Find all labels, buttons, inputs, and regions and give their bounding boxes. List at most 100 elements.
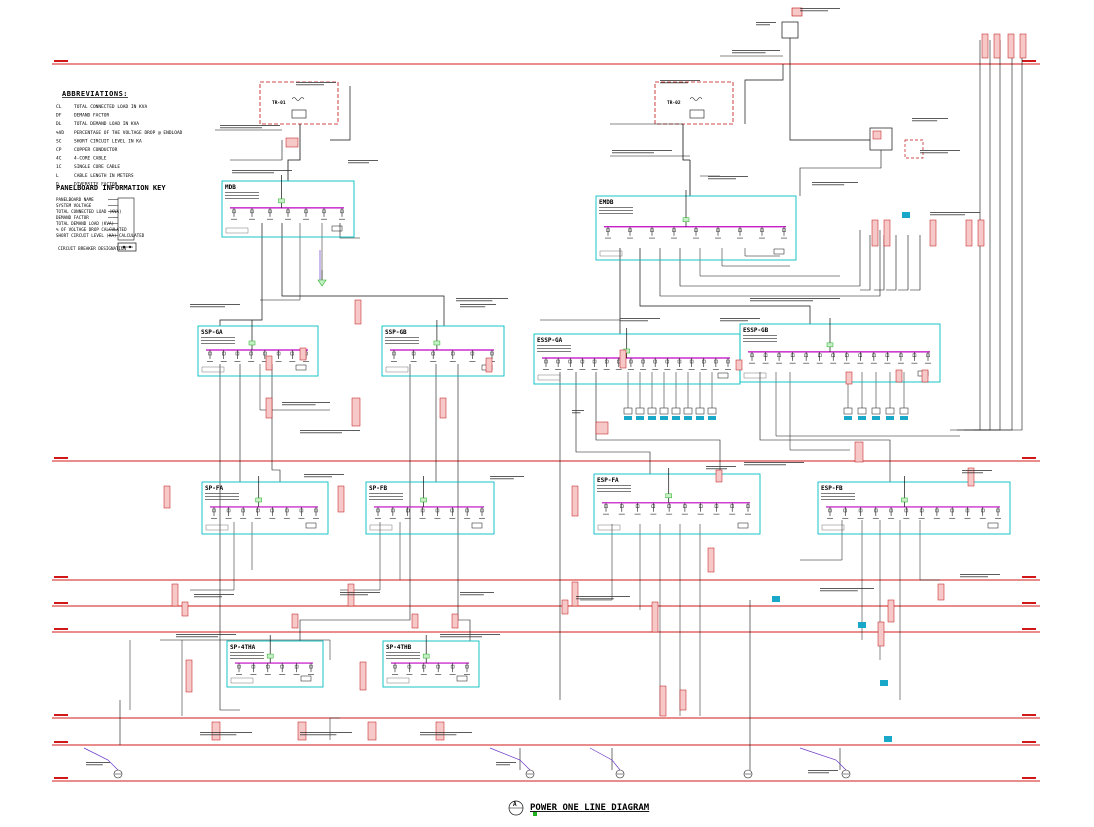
abbreviation-code: DL <box>56 121 62 127</box>
breaker-icon <box>831 353 835 358</box>
earth-cable <box>83 747 119 771</box>
abbreviation-text: PERCENTAGE OF THE VOLTAGE DROP @ ENDLOAD <box>74 130 183 136</box>
panel-spec-text <box>597 485 631 486</box>
breaker-label <box>918 517 925 519</box>
panel-spec-text <box>205 499 239 500</box>
breaker-label <box>903 517 910 519</box>
cable-run <box>329 717 340 740</box>
breaker-label <box>634 513 641 515</box>
note-text <box>232 172 274 174</box>
abbreviation-text: SHORT CIRCUIT LEVEL IN KA <box>74 138 142 144</box>
breaker-label <box>964 517 971 519</box>
breaker-icon <box>677 359 682 364</box>
breaker-icon <box>544 359 548 364</box>
breaker-icon <box>650 228 654 232</box>
breaker-icon <box>406 508 410 513</box>
breaker-icon <box>981 508 985 513</box>
spare-way-box <box>331 225 343 232</box>
breaker-label <box>830 362 837 364</box>
breaker-icon <box>490 351 494 356</box>
panel-spec-text <box>369 493 403 494</box>
panel-enclosure <box>201 481 329 535</box>
cable-tag <box>895 369 903 383</box>
load-fan-icon <box>624 416 632 420</box>
cable-run <box>160 639 331 660</box>
note-text <box>732 52 766 54</box>
panelboard-esp-a: ESP-FA <box>593 468 761 535</box>
cable-run <box>457 364 471 641</box>
earth-pit-icon <box>615 769 625 779</box>
level-tag <box>1022 576 1036 578</box>
breaker-label <box>803 362 810 364</box>
breaker-icon <box>241 508 245 513</box>
cable-run <box>575 372 651 474</box>
breaker-icon <box>592 359 597 364</box>
note-text <box>348 160 378 161</box>
spare-way-box <box>456 675 468 682</box>
tr02-label: TR-02 <box>667 100 681 106</box>
breaker-label <box>283 517 290 519</box>
breaker-label <box>652 369 659 370</box>
breaker-label <box>729 513 736 515</box>
panel-note-box <box>225 227 249 234</box>
breaker-icon <box>698 504 703 508</box>
breaker-label <box>762 362 769 364</box>
breaker-icon <box>804 353 808 358</box>
note-text <box>190 306 225 308</box>
panelboard-ssp-1: SSP-GA <box>197 320 319 377</box>
cable-tag <box>297 721 307 741</box>
tr01-label: TR-01 <box>272 100 286 106</box>
cable-tag <box>485 357 493 373</box>
breaker-icon <box>294 664 299 669</box>
panelboard-key-row: TOTAL CONNECTED LOAD (KVA) <box>56 209 122 214</box>
note-text <box>282 402 330 403</box>
breaker-icon <box>407 664 412 669</box>
breaker-label <box>737 237 743 239</box>
note-text <box>962 470 992 471</box>
breaker-icon <box>904 508 909 513</box>
breaker-icon <box>276 351 281 356</box>
cable-tag <box>163 485 171 509</box>
breaker-label <box>995 517 1001 519</box>
circuit-breaker-icon <box>117 242 137 252</box>
cable-tag <box>351 397 361 427</box>
panel-spec-text <box>385 343 419 344</box>
cable-tag <box>871 219 879 247</box>
cable-tag <box>171 583 179 607</box>
breaker-label <box>759 237 765 239</box>
load-box <box>683 407 693 415</box>
panel-spec-text <box>225 192 259 193</box>
panel-spec-text <box>230 652 264 653</box>
panel-name: SP-FB <box>369 485 387 492</box>
cable-tag <box>977 219 985 247</box>
note-text <box>620 320 648 322</box>
load-fan-icon <box>844 416 852 420</box>
cable-run <box>259 364 330 411</box>
breaker-icon <box>653 359 657 364</box>
panel-spec-text <box>230 658 264 659</box>
spare-way-box <box>305 522 317 529</box>
note-text <box>456 300 493 302</box>
breaker-icon <box>604 504 608 508</box>
breaker-icon <box>309 664 313 669</box>
panel-spec-text <box>537 345 571 346</box>
panel-name: SSP-GB <box>385 329 407 336</box>
breaker-icon <box>763 353 768 358</box>
cable-run <box>330 86 351 141</box>
note-text <box>756 22 776 23</box>
breaker-label <box>649 237 655 239</box>
note-text <box>912 118 948 119</box>
earth-triangle-icon <box>317 279 327 287</box>
panel-enclosure <box>226 640 324 688</box>
breaker-icon <box>465 664 469 669</box>
breaker-icon <box>604 359 609 364</box>
breaker-label <box>700 369 707 370</box>
transformer-tr01: TR-01 <box>259 81 339 125</box>
breaker-label <box>211 517 217 519</box>
breaker-label <box>321 218 327 220</box>
breaker-label <box>225 517 232 519</box>
breaker-icon <box>730 504 734 508</box>
note-text <box>820 588 874 589</box>
abbreviation-text: DEMAND FACTOR <box>74 113 110 119</box>
